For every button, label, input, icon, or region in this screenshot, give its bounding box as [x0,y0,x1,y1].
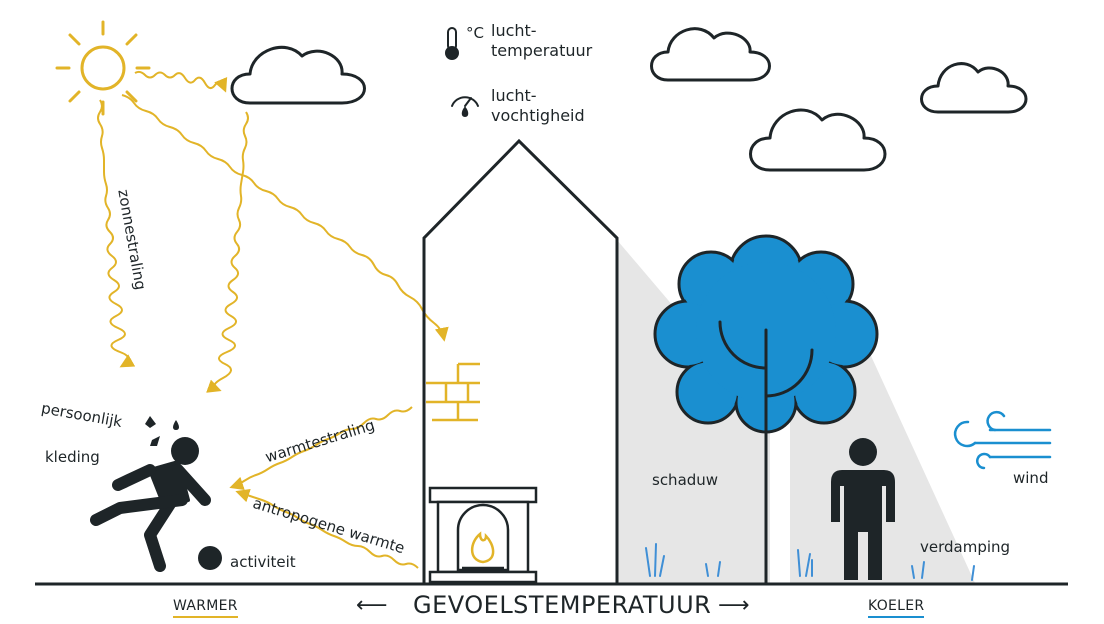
ball-icon [198,546,222,570]
arrow-left-icon: ⟵ [356,593,388,618]
sun-to-person-arrow [97,99,136,368]
cloud-icon-2 [650,27,771,82]
gauge-icon [451,96,479,118]
person-standing-icon [831,438,895,580]
grass-icon [645,543,975,581]
house-outline [422,138,619,583]
cloud-icon [230,45,366,105]
fireplace-icon [428,486,538,584]
air-humidity-label-2: vochtigheid [491,106,585,125]
cloud-icon-3 [920,62,1028,114]
air-humidity-label-1: lucht- [491,86,537,105]
fire-icon [470,531,495,564]
wind-icon [953,410,1052,470]
evaporation-label: verdamping [920,538,1011,556]
cloud-to-person-arrow [206,111,249,393]
cloud-icon-4 [749,108,887,172]
arrow-right-icon: ⟶ [718,593,750,618]
cooler-label: KOELER [868,598,925,618]
clothing-label: kleding [45,448,100,466]
celsius-unit: °C [466,24,484,42]
thermometer-icon [445,27,459,60]
tree-icon [653,234,879,585]
wind-label: wind [1013,469,1049,487]
brick-wall-icon [426,362,480,422]
sweat-drops-icon [145,416,179,446]
activity-label: activiteit [230,553,296,571]
warmer-label: WARMER [173,598,238,618]
radiation-arrows [97,70,449,569]
sun-to-house-arrow [121,94,449,342]
air-temperature-label-1: lucht- [491,21,537,40]
running-person-icon [90,437,211,572]
air-temperature-label-2: temperatuur [491,41,593,60]
sun-icon [55,20,151,116]
shade-label: schaduw [652,471,719,489]
heat-radiation-arrow [229,406,413,491]
anthropogenic-heat-arrow [235,488,419,569]
feels-like-temperature-title: GEVOELSTEMPERATUUR [413,591,712,619]
sun-to-cloud-arrow [134,70,228,93]
